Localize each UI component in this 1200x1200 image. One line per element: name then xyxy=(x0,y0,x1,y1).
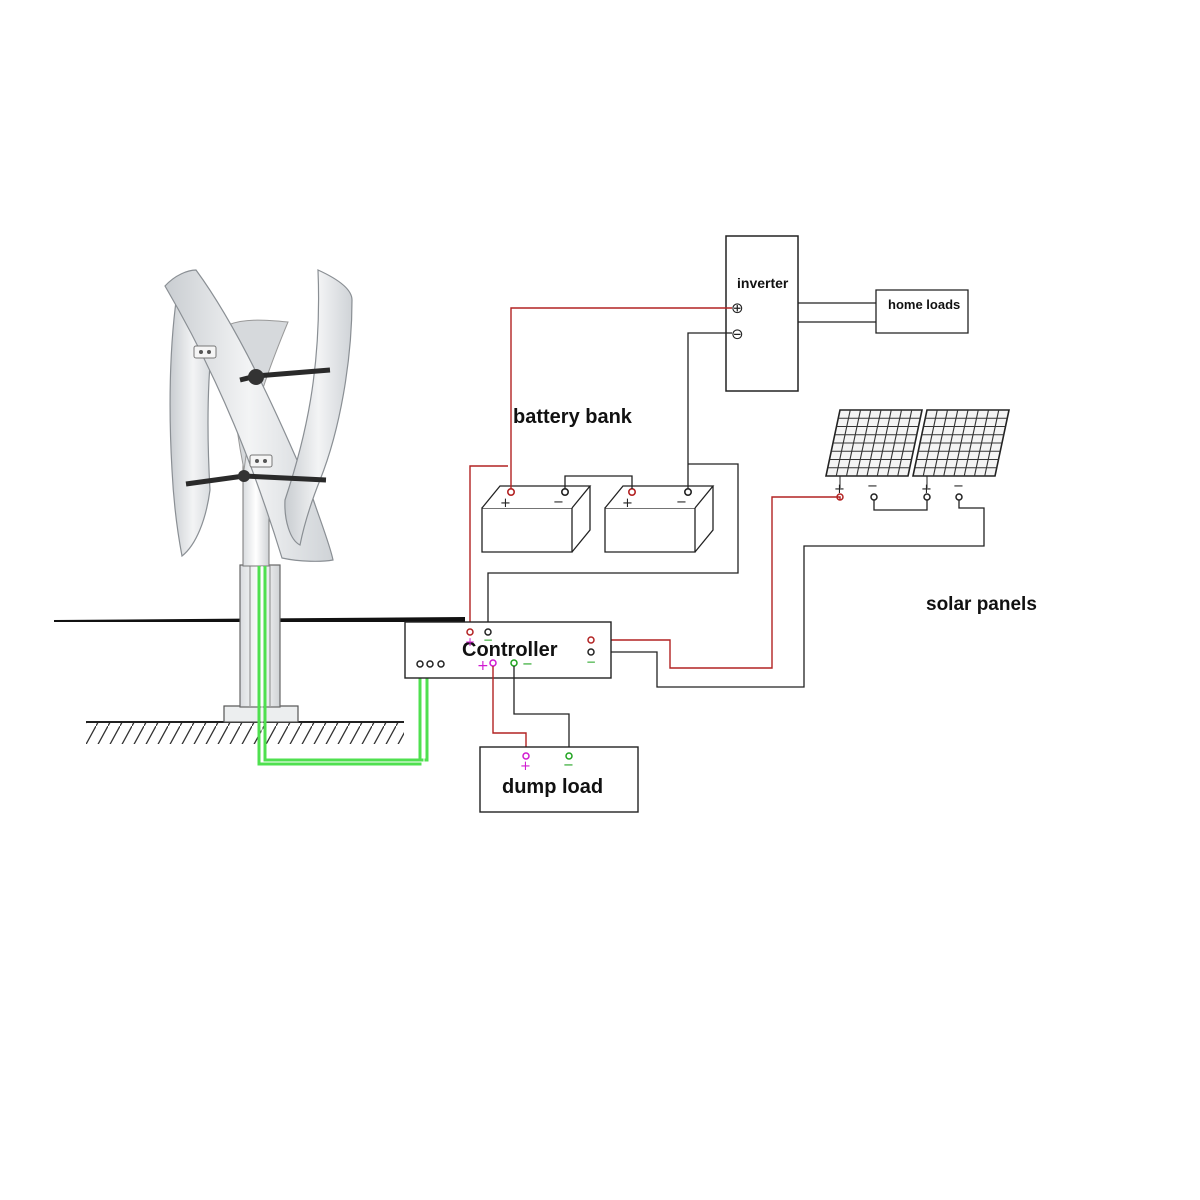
turbine-base xyxy=(223,705,299,723)
solar-to-controller-negative xyxy=(591,500,985,688)
controller-dump-minus: − xyxy=(522,657,533,672)
solar-to-controller-positive xyxy=(591,496,841,669)
solar-panel-1 xyxy=(825,409,923,488)
controller-dump-plus: + xyxy=(477,658,489,674)
inverter-label: inverter xyxy=(737,275,789,291)
battery-2: + − xyxy=(604,485,715,553)
solar-terminals: + − + − xyxy=(834,479,964,501)
controller-label: Controller xyxy=(462,639,558,661)
controller-battery-minus: − xyxy=(483,633,493,647)
inverter-plus-terminal: ⊕ xyxy=(731,299,744,317)
battery-to-controller-positive xyxy=(469,465,508,630)
solar-panels-label: solar panels xyxy=(926,594,1037,615)
generator-wire xyxy=(257,566,422,766)
solar-2-plus: + xyxy=(921,482,932,497)
dump-load-plus: + xyxy=(520,759,531,774)
battery-to-inverter-positive xyxy=(510,307,732,489)
solar-2-minus: − xyxy=(953,479,964,494)
battery-to-inverter-negative xyxy=(687,332,732,489)
inverter-box: inverter ⊕ ⊖ xyxy=(725,235,799,392)
turbine-blade-right xyxy=(284,269,353,546)
dump-load-label: dump load xyxy=(502,776,603,798)
solar-1-minus: − xyxy=(867,479,878,494)
dump-load-minus: − xyxy=(563,758,574,773)
inverter-minus-terminal: ⊖ xyxy=(731,325,744,343)
home-loads-label: home loads xyxy=(888,297,960,312)
solar-panel-2 xyxy=(912,409,1010,488)
battery-1-plus: + xyxy=(500,496,511,511)
controller-to-dump-negative xyxy=(513,666,570,754)
controller-box: Controller + − − + − xyxy=(404,621,612,679)
battery-1-minus: − xyxy=(553,495,564,510)
battery-2-plus: + xyxy=(622,496,633,511)
ground-hatch xyxy=(86,722,404,744)
controller-to-dump-positive xyxy=(492,666,527,754)
battery-1: + − xyxy=(481,485,592,553)
controller-solar-minus: − xyxy=(586,655,596,669)
home-loads-box: home loads xyxy=(875,289,969,334)
battery-to-controller-negative xyxy=(487,463,739,630)
wind-turbine xyxy=(54,269,465,766)
controller-battery-plus: + xyxy=(465,635,475,649)
battery-bank-label: battery bank xyxy=(513,406,633,428)
dump-load-box: + − dump load xyxy=(479,746,639,813)
solar-1-plus: + xyxy=(834,482,845,497)
battery-2-minus: − xyxy=(676,495,687,510)
